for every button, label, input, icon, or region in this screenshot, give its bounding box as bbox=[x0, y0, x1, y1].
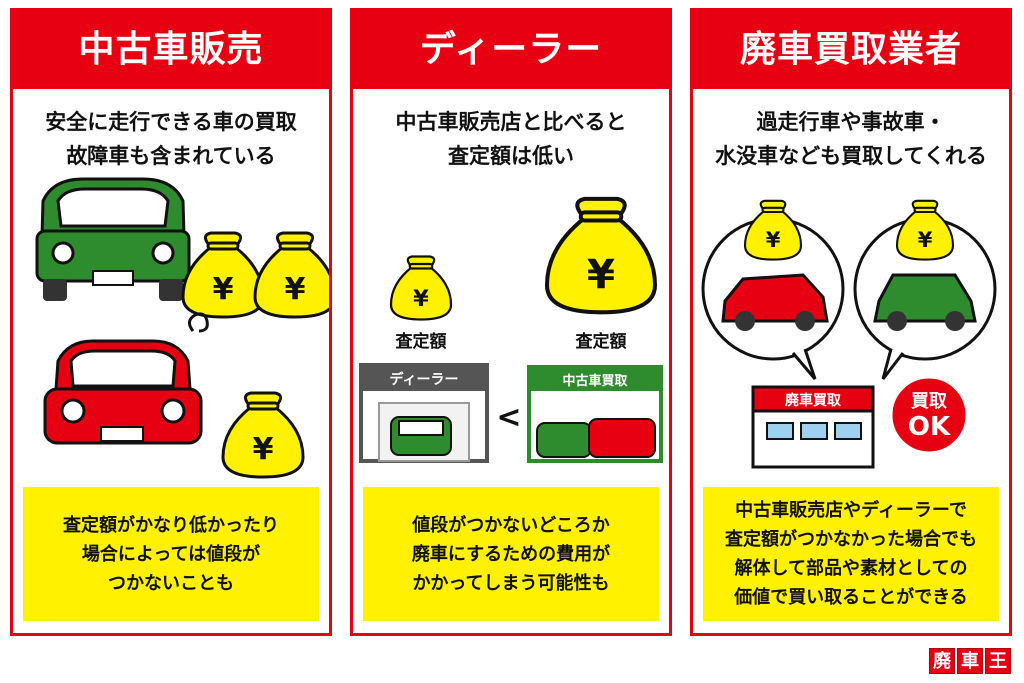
yen-label: ¥ bbox=[213, 272, 234, 307]
panel-title: ディーラー bbox=[353, 11, 669, 89]
panel-subtitle: 中古車販売店と比べると 査定額は低い bbox=[395, 110, 627, 168]
scrap-buyer-panel: 廃車買取業者 過走行車や事故車・ 水没車なども買取してくれる ¥ ¥ 廃車買取 bbox=[690, 8, 1012, 636]
yen-label: ¥ bbox=[253, 432, 274, 467]
logo-char: 廃 bbox=[929, 648, 955, 674]
svg-text:¥: ¥ bbox=[918, 228, 933, 252]
red-car-icon bbox=[588, 418, 656, 458]
svg-text:¥: ¥ bbox=[587, 250, 615, 298]
note-box: 値段がつかないどころか 廃車にするための費用が かかってしまう可能性も bbox=[363, 487, 659, 621]
purchase-ok-badge bbox=[889, 375, 969, 455]
panel-subtitle: 過走行車や事故車・ 水没車なども買取してくれる bbox=[715, 110, 987, 168]
money-bag-icon: ¥ bbox=[253, 231, 329, 319]
logo-char: 王 bbox=[985, 648, 1011, 674]
brand-logo: 廃 車 王 bbox=[929, 648, 1011, 674]
green-car-icon bbox=[536, 422, 592, 458]
dealer-panel: ディーラー 中古車販売店と比べると 査定額は低い ¥ 査定額 ¥ 査定額 ディー… bbox=[350, 8, 672, 636]
used-car-illustration: ¥ ¥ ¥ bbox=[35, 177, 329, 479]
dealer-illustration: ¥ 査定額 ¥ 査定額 ディーラー < 中古車買取 bbox=[359, 171, 663, 463]
less-than-symbol: < bbox=[496, 400, 521, 435]
yen-label: ¥ bbox=[285, 272, 306, 307]
panel-subtitle: 安全に走行できる車の買取 故障車も含まれている bbox=[45, 110, 297, 168]
damaged-red-car-icon bbox=[721, 273, 829, 331]
ok-line1: 買取 bbox=[911, 391, 948, 412]
money-bag-icon: ¥ bbox=[895, 199, 955, 261]
money-bag-icon: ¥ bbox=[743, 199, 803, 261]
appraisal-label: 査定額 bbox=[395, 331, 447, 352]
shop-sign: 廃車買取 bbox=[785, 392, 842, 409]
used-shop-sign: 中古車買取 bbox=[562, 373, 628, 389]
dealer-sign: ディーラー bbox=[389, 371, 458, 388]
svg-text:¥: ¥ bbox=[766, 228, 781, 252]
money-bag-icon: ¥ bbox=[181, 231, 265, 319]
panel-title: 廃車買取業者 bbox=[693, 11, 1009, 89]
money-bag-icon: ¥ bbox=[221, 391, 305, 479]
ok-line2: OK bbox=[908, 412, 951, 442]
note-box: 中古車販売店やディーラーで 査定額がつかなかった場合でも 解体して部品や素材とし… bbox=[703, 487, 999, 621]
small-money-bag-icon: ¥ bbox=[389, 255, 453, 321]
logo-char: 車 bbox=[957, 648, 983, 674]
svg-text:¥: ¥ bbox=[413, 286, 429, 312]
used-car-sales-panel: 中古車販売 安全に走行できる車の買取 故障車も含まれている ¥ ¥ bbox=[10, 8, 332, 636]
large-money-bag-icon: ¥ bbox=[547, 199, 655, 312]
appraisal-label: 査定額 bbox=[575, 331, 627, 352]
panel-title: 中古車販売 bbox=[13, 11, 329, 89]
green-car-icon bbox=[390, 416, 452, 456]
green-car-icon bbox=[35, 177, 191, 301]
note-box: 査定額がかなり低かったり 場合によっては値段が つかないことも bbox=[23, 487, 319, 621]
red-car-icon bbox=[43, 312, 209, 445]
green-car-icon bbox=[873, 273, 977, 331]
scrap-buyer-illustration: ¥ ¥ 廃車買取 買取 OK bbox=[701, 199, 997, 469]
